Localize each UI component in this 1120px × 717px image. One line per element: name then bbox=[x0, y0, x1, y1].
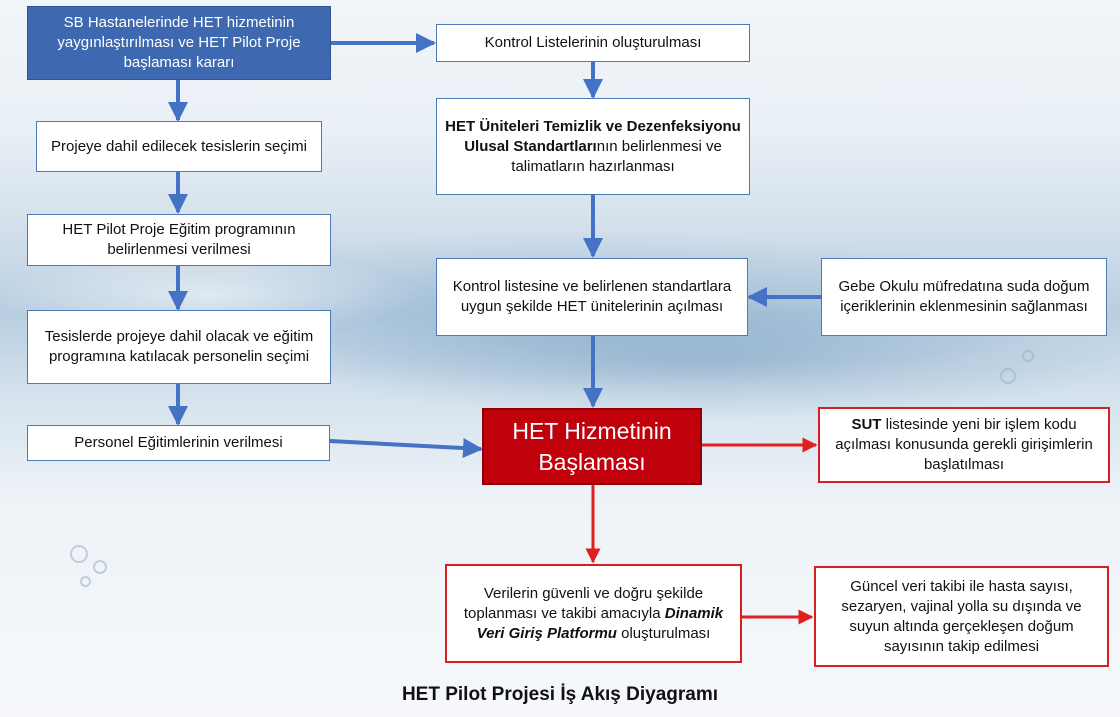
arrow-staff-training-to-main bbox=[329, 438, 483, 459]
training-program-text: HET Pilot Proje Eğitim programının belir… bbox=[62, 221, 296, 258]
checklists-text: Kontrol Listelerinin oluşturulması bbox=[484, 34, 702, 51]
data-platform-post-text: oluşturulması bbox=[616, 624, 711, 642]
standards-box: HET Üniteleri Temizlik ve Dezenfeksiyonu… bbox=[436, 98, 750, 195]
main-service-start-text: HET Hizmetinin Başlaması bbox=[512, 417, 672, 475]
start-decision-text: SB Hastanelerinde HET hizmetinin yaygınl… bbox=[57, 14, 301, 71]
checklists-box: Kontrol Listelerinin oluşturulması bbox=[436, 24, 750, 62]
training-program-box: HET Pilot Proje Eğitim programının belir… bbox=[27, 214, 331, 266]
standards-rest-text: nın belirlenmesi ve talimatların hazırla… bbox=[511, 137, 722, 175]
facility-selection-box: Projeye dahil edilecek tesislerin seçimi bbox=[36, 121, 322, 172]
staff-training-box: Personel Eğitimlerinin verilmesi bbox=[27, 425, 330, 461]
start-decision-box: SB Hastanelerinde HET hizmetinin yaygınl… bbox=[27, 6, 331, 80]
sut-rest-text: listesinde yeni bir işlem kodu açılması … bbox=[835, 416, 1093, 473]
sut-box: SUT listesinde yeni bir işlem kodu açılm… bbox=[818, 407, 1110, 483]
units-opening-box: Kontrol listesine ve belirlenen standart… bbox=[436, 258, 748, 336]
data-tracking-box: Güncel veri takibi ile hasta sayısı, sez… bbox=[814, 566, 1109, 667]
diagram-caption: HET Pilot Projesi İş Akış Diyagramı bbox=[401, 684, 719, 705]
data-platform-text: Verilerin güvenli ve doğru şekilde topla… bbox=[455, 584, 732, 644]
gebe-okulu-text: Gebe Okulu müfredatına suda doğum içerik… bbox=[838, 278, 1090, 315]
facility-selection-text: Projeye dahil edilecek tesislerin seçimi bbox=[51, 137, 307, 155]
data-tracking-text: Güncel veri takibi ile hasta sayısı, sez… bbox=[841, 577, 1082, 655]
units-opening-text: Kontrol listesine ve belirlenen standart… bbox=[452, 278, 732, 315]
gebe-okulu-box: Gebe Okulu müfredatına suda doğum içerik… bbox=[821, 258, 1107, 336]
staff-selection-text: Tesislerde projeye dahil olacak ve eğiti… bbox=[44, 328, 314, 365]
sut-text: SUT listesinde yeni bir işlem kodu açılm… bbox=[828, 415, 1100, 475]
staff-selection-box: Tesislerde projeye dahil olacak ve eğiti… bbox=[27, 310, 331, 384]
sut-bold-text: SUT bbox=[851, 416, 882, 433]
staff-training-text: Personel Eğitimlerinin verilmesi bbox=[74, 434, 283, 451]
data-platform-emph-text: Dinamik Veri Giriş Platformu bbox=[476, 604, 724, 642]
data-platform-pre-text: Verilerin güvenli ve doğru şekilde topla… bbox=[463, 584, 704, 622]
standards-bold-text: HET Üniteleri Temizlik ve Dezenfeksiyonu… bbox=[445, 117, 741, 155]
data-platform-box: Verilerin güvenli ve doğru şekilde topla… bbox=[445, 564, 742, 663]
main-service-start-box: HET Hizmetinin Başlaması bbox=[482, 408, 702, 485]
standards-text: HET Üniteleri Temizlik ve Dezenfeksiyonu… bbox=[445, 117, 741, 177]
